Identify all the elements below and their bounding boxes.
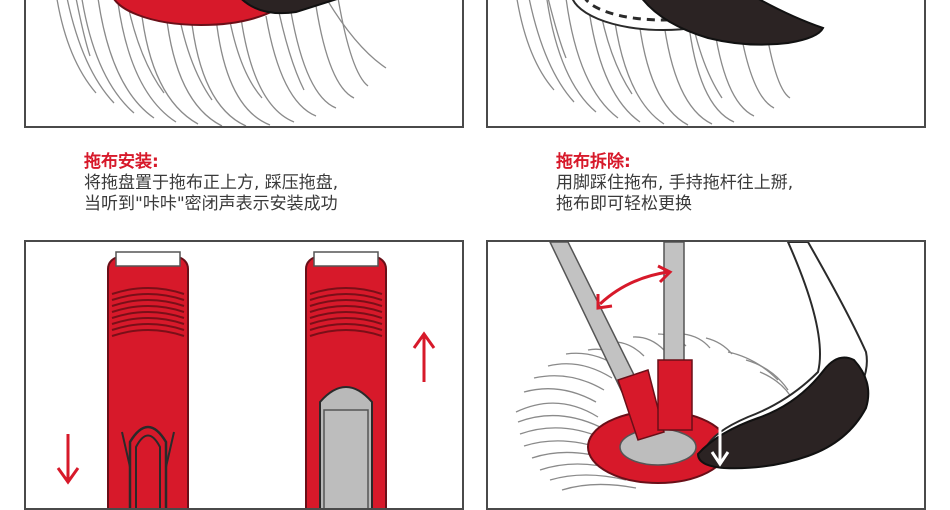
red-disc	[113, 0, 289, 26]
shoe-shape	[696, 356, 870, 470]
caption-install: 拖布安装: 将拖盘置于拖布正上方, 踩压拖盘, 当听到"咔咔"密闭声表示安装成功	[84, 152, 338, 215]
mop-remove-illustration	[515, 242, 870, 491]
pole-connector-illustration	[56, 251, 436, 508]
tilted-pole	[549, 242, 665, 441]
caption-install-title: 拖布安装:	[84, 152, 159, 172]
shoe-shape	[241, 0, 338, 15]
illustration-panel-remove-top	[486, 0, 926, 128]
red-connector-right	[305, 251, 387, 508]
mop-head-remove-illustration	[516, 0, 825, 126]
mop-fringe	[56, 0, 387, 126]
arrow-down-icon	[56, 434, 80, 485]
curved-double-arrow-icon	[598, 270, 669, 306]
shoe-shape	[641, 0, 825, 46]
dashed-ring	[584, 0, 742, 22]
caption-remove-line-1: 用脚踩住拖布, 手持拖杆往上掰,	[556, 173, 794, 193]
mop-fringe	[515, 333, 795, 491]
arrow-up-icon	[412, 331, 436, 382]
illustration-panel-connector	[24, 240, 464, 510]
red-connector-left	[107, 251, 189, 508]
caption-install-line-2: 当听到"咔咔"密闭声表示安装成功	[84, 194, 338, 214]
illustration-panel-install-top	[24, 0, 464, 128]
caption-remove: 拖布拆除: 用脚踩住拖布, 手持拖杆往上掰, 拖布即可轻松更换	[556, 152, 793, 215]
arrow-down-white-icon	[710, 428, 730, 467]
caption-remove-title: 拖布拆除:	[556, 152, 631, 172]
mop-head-install-illustration	[56, 0, 387, 126]
caption-install-line-1: 将拖盘置于拖布正上方, 踩压拖盘,	[84, 173, 339, 193]
illustration-panel-remove-bottom	[486, 240, 926, 510]
mop-fringe	[516, 0, 791, 126]
caption-remove-line-2: 拖布即可轻松更换	[556, 194, 692, 214]
